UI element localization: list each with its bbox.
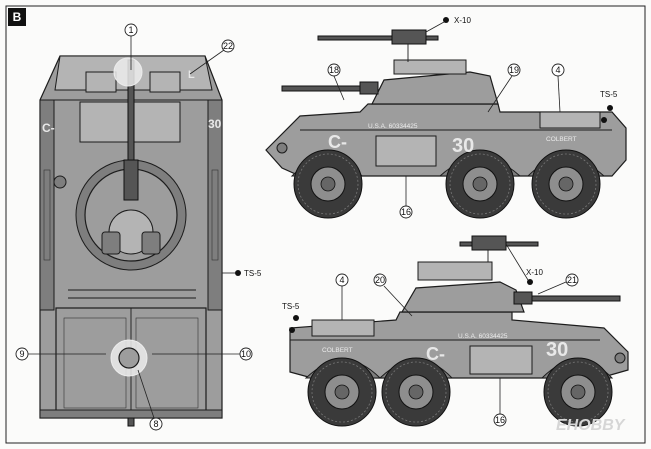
section-label: B: [8, 8, 26, 26]
svg-text:TS-5: TS-5: [282, 302, 300, 311]
topview-code-left: C-: [42, 121, 55, 135]
svg-text:19: 19: [509, 65, 519, 75]
lower-marking-serial: U.S.A. 60334425: [458, 333, 508, 340]
svg-text:1: 1: [128, 25, 133, 35]
upper-marking-code: C-: [328, 132, 347, 152]
svg-text:4: 4: [555, 65, 560, 75]
ref-ts5-topview: TS-5: [222, 269, 262, 278]
lower-marking-number: 30: [546, 339, 568, 361]
callout-4-lower: 4: [335, 273, 349, 320]
topview-code-right: 30: [208, 117, 222, 131]
ref-ts5-upper-right: TS-5: [600, 90, 618, 123]
upper-marking-serial: U.S.A. 60334425: [368, 123, 418, 130]
ref-ts5-lower-left: TS-5: [282, 302, 300, 333]
svg-text:16: 16: [495, 415, 505, 425]
callout-20: 20: [373, 273, 413, 317]
lower-marking-code: C-: [426, 344, 445, 364]
callout-9: 9: [15, 347, 106, 361]
callout-1: 1: [124, 23, 138, 70]
callout-10: 10: [152, 347, 253, 361]
lower-side-view-vehicle: [289, 235, 629, 379]
lower-wheel-front: [543, 357, 613, 427]
callout-4-upper: 4: [551, 63, 565, 113]
svg-text:TS-5: TS-5: [244, 269, 262, 278]
callout-16-upper: 16: [399, 176, 413, 219]
upper-marking-name: COLBERT: [546, 136, 577, 143]
sheet-border: [5, 5, 646, 444]
svg-text:10: 10: [241, 349, 251, 359]
svg-text:21: 21: [567, 275, 577, 285]
callout-8: 8: [137, 369, 163, 431]
svg-text:18: 18: [329, 65, 339, 75]
upper-wheel-front: [293, 149, 363, 219]
svg-text:9: 9: [19, 349, 24, 359]
ref-x10-upper: X-10: [425, 16, 471, 33]
lower-wheel-rear: [307, 357, 377, 427]
topview-turret-letter: L: [188, 69, 195, 81]
top-view-vehicle: [39, 55, 223, 427]
upper-marking-number: 30: [452, 135, 474, 157]
svg-text:16: 16: [401, 207, 411, 217]
svg-text:22: 22: [223, 41, 233, 51]
svg-text:TS-5: TS-5: [600, 90, 618, 99]
watermark: EHOBBY: [556, 417, 626, 434]
upper-wheel-rear: [531, 149, 601, 219]
svg-text:X-10: X-10: [526, 268, 543, 277]
lower-wheel-middle: [381, 357, 451, 427]
callout-18: 18: [327, 63, 345, 101]
callout-22: 22: [189, 39, 235, 75]
ref-x10-lower: X-10: [505, 243, 543, 285]
svg-text:X-10: X-10: [454, 16, 471, 25]
upper-wheel-middle: [445, 149, 515, 219]
svg-text:8: 8: [153, 419, 158, 429]
lower-marking-name: COLBERT: [322, 347, 353, 354]
callout-21: 21: [537, 273, 579, 295]
svg-text:20: 20: [375, 275, 385, 285]
callout-19: 19: [487, 63, 521, 113]
svg-text:B: B: [13, 10, 22, 24]
svg-text:4: 4: [339, 275, 344, 285]
callout-16-lower: 16: [493, 378, 507, 427]
